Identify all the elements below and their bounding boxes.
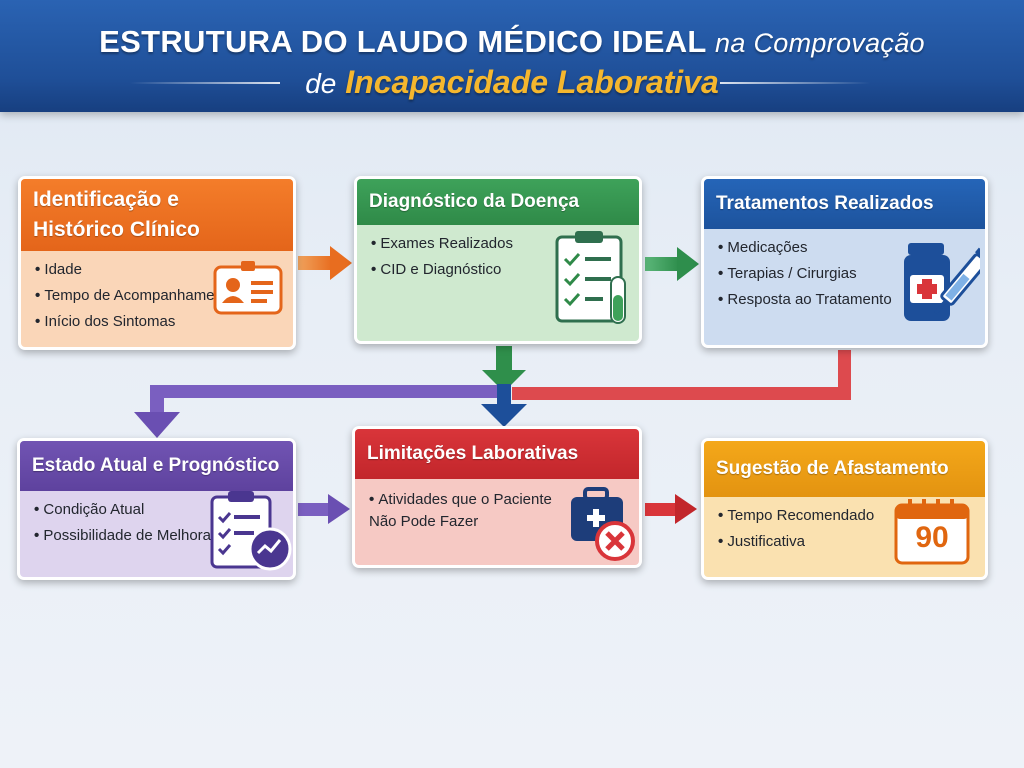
card-diagnostico: Diagnóstico da Doença Exames Realizados … — [354, 176, 642, 344]
subtitle-highlight: Incapacidade Laborativa — [345, 64, 719, 100]
card-title: Estado Atual e Prognóstico — [20, 441, 293, 491]
list-item: Justificativa — [718, 533, 971, 550]
card-body: Exames Realizados CID e Diagnóstico — [357, 225, 639, 324]
arrow-to-estado-atual — [134, 385, 504, 438]
card-body: Atividades que o Paciente Não Pode Fazer — [355, 479, 639, 561]
header-banner: ESTRUTURA DO LAUDO MÉDICO IDEAL na Compr… — [0, 0, 1024, 112]
card-body: Idade Tempo de Acompanhamento Início dos… — [21, 251, 293, 347]
title-divider-left — [130, 82, 280, 84]
page-subtitle: de Incapacidade Laborativa — [0, 64, 1024, 101]
list-item: Atividades que o Paciente Não Pode Fazer — [369, 489, 569, 533]
list-item: Terapias / Cirurgias — [718, 265, 971, 282]
list-item: CID e Diagnóstico — [371, 261, 625, 278]
arrow-tratamentos-to-limitacoes — [512, 350, 851, 400]
card-body: Condição Atual Possibilidade de Melhora — [20, 491, 293, 571]
arrow-limitacoes-to-afastamento — [645, 494, 697, 524]
calendar-frame-icon — [894, 499, 970, 565]
list-item: Medicações — [718, 239, 971, 256]
clipboard-trend-icon — [210, 491, 292, 571]
arrow-down-to-limitacoes — [481, 384, 527, 427]
list-item: Exames Realizados — [371, 235, 625, 252]
card-limitacoes: Limitações Laborativas Atividades que o … — [352, 426, 642, 568]
card-tratamentos: Tratamentos Realizados Medicações Terapi… — [701, 176, 988, 348]
medical-bag-blocked-icon — [571, 487, 635, 561]
arrow-identificacao-to-diagnostico — [298, 246, 352, 280]
list-item: Tempo de Acompanhamento — [35, 287, 279, 304]
list-item: Possibilidade de Melhora — [34, 527, 279, 544]
id-card-icon — [213, 261, 283, 315]
list-item: Condição Atual — [34, 501, 279, 518]
card-title: Identificação e Histórico Clínico — [21, 179, 293, 251]
card-title: Diagnóstico da Doença — [357, 179, 639, 225]
calendar-icon: 90 — [892, 497, 974, 567]
arrow-diagnostico-down — [482, 346, 526, 392]
list-item: Tempo Recomendado — [718, 507, 971, 524]
card-title-line2: Histórico Clínico — [33, 218, 200, 241]
card-title-line1: Identificação e — [33, 188, 179, 211]
card-body: Tempo Recomendado Justificativa 90 — [704, 497, 985, 569]
calendar-number: 90 — [915, 521, 949, 554]
list-item: Idade — [35, 261, 279, 278]
card-estado-atual: Estado Atual e Prognóstico Condição Atua… — [17, 438, 296, 580]
medicine-syringe-icon — [904, 243, 980, 321]
page-title: ESTRUTURA DO LAUDO MÉDICO IDEAL na Compr… — [0, 24, 1024, 60]
subtitle-de: de — [305, 68, 337, 99]
card-body: Medicações Terapias / Cirurgias Resposta… — [704, 229, 985, 327]
list-item: Resposta ao Tratamento — [718, 291, 971, 308]
title-bold: ESTRUTURA DO LAUDO MÉDICO IDEAL — [99, 24, 707, 59]
title-light: na Comprovação — [715, 28, 925, 58]
card-title: Tratamentos Realizados — [704, 179, 985, 229]
clipboard-checklist-icon — [555, 231, 626, 324]
card-title: Limitações Laborativas — [355, 429, 639, 479]
card-title: Sugestão de Afastamento — [704, 441, 985, 497]
arrow-diagnostico-to-tratamentos — [645, 247, 699, 281]
card-identificacao-historico: Identificação e Histórico Clínico Idade … — [18, 176, 296, 350]
arrow-estado-to-limitacoes — [298, 494, 350, 524]
title-divider-right — [720, 82, 870, 84]
list-item: Início dos Sintomas — [35, 313, 279, 330]
card-afastamento: Sugestão de Afastamento Tempo Recomendad… — [701, 438, 988, 580]
